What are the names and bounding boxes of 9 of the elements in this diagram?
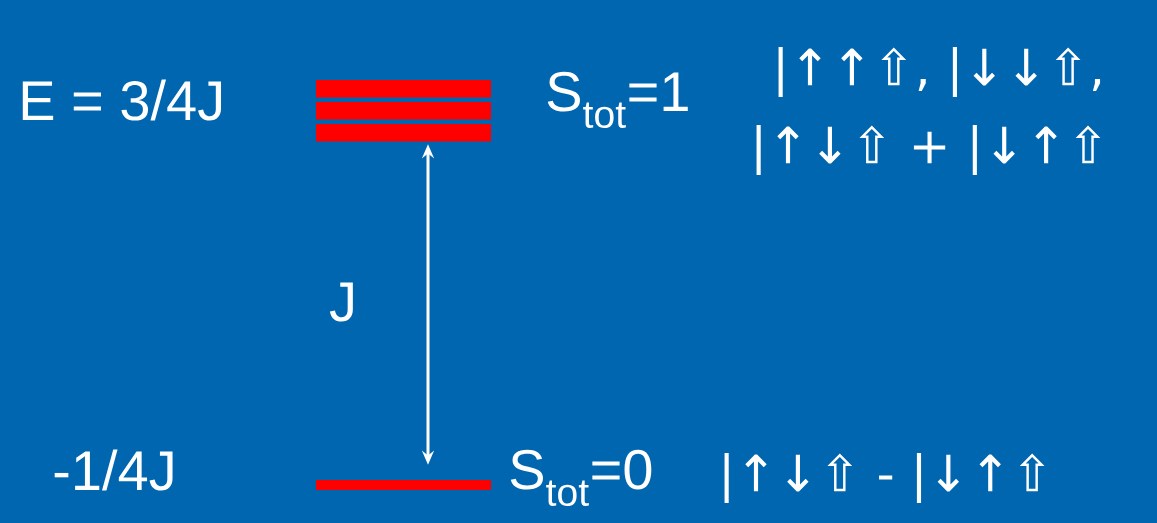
energy-label: S$_{tot}$=0: [510, 449, 652, 507]
energy-label: -1/4J: [54, 449, 173, 491]
ket-expression: |↑↓⇧ - |↓↑⇧: [724, 453, 1045, 503]
energy-level-lines: [316, 80, 491, 142]
edge-label: J: [329, 282, 353, 322]
energy-label: E = 3/4J: [22, 79, 221, 121]
energy-label: S$_{tot}$=1: [547, 71, 688, 129]
ket-expression: |↑↑⇧, |↓↓⇧,: [778, 47, 1101, 97]
ket-expression: |↑↓⇧ + |↓↑⇧: [756, 125, 1101, 175]
